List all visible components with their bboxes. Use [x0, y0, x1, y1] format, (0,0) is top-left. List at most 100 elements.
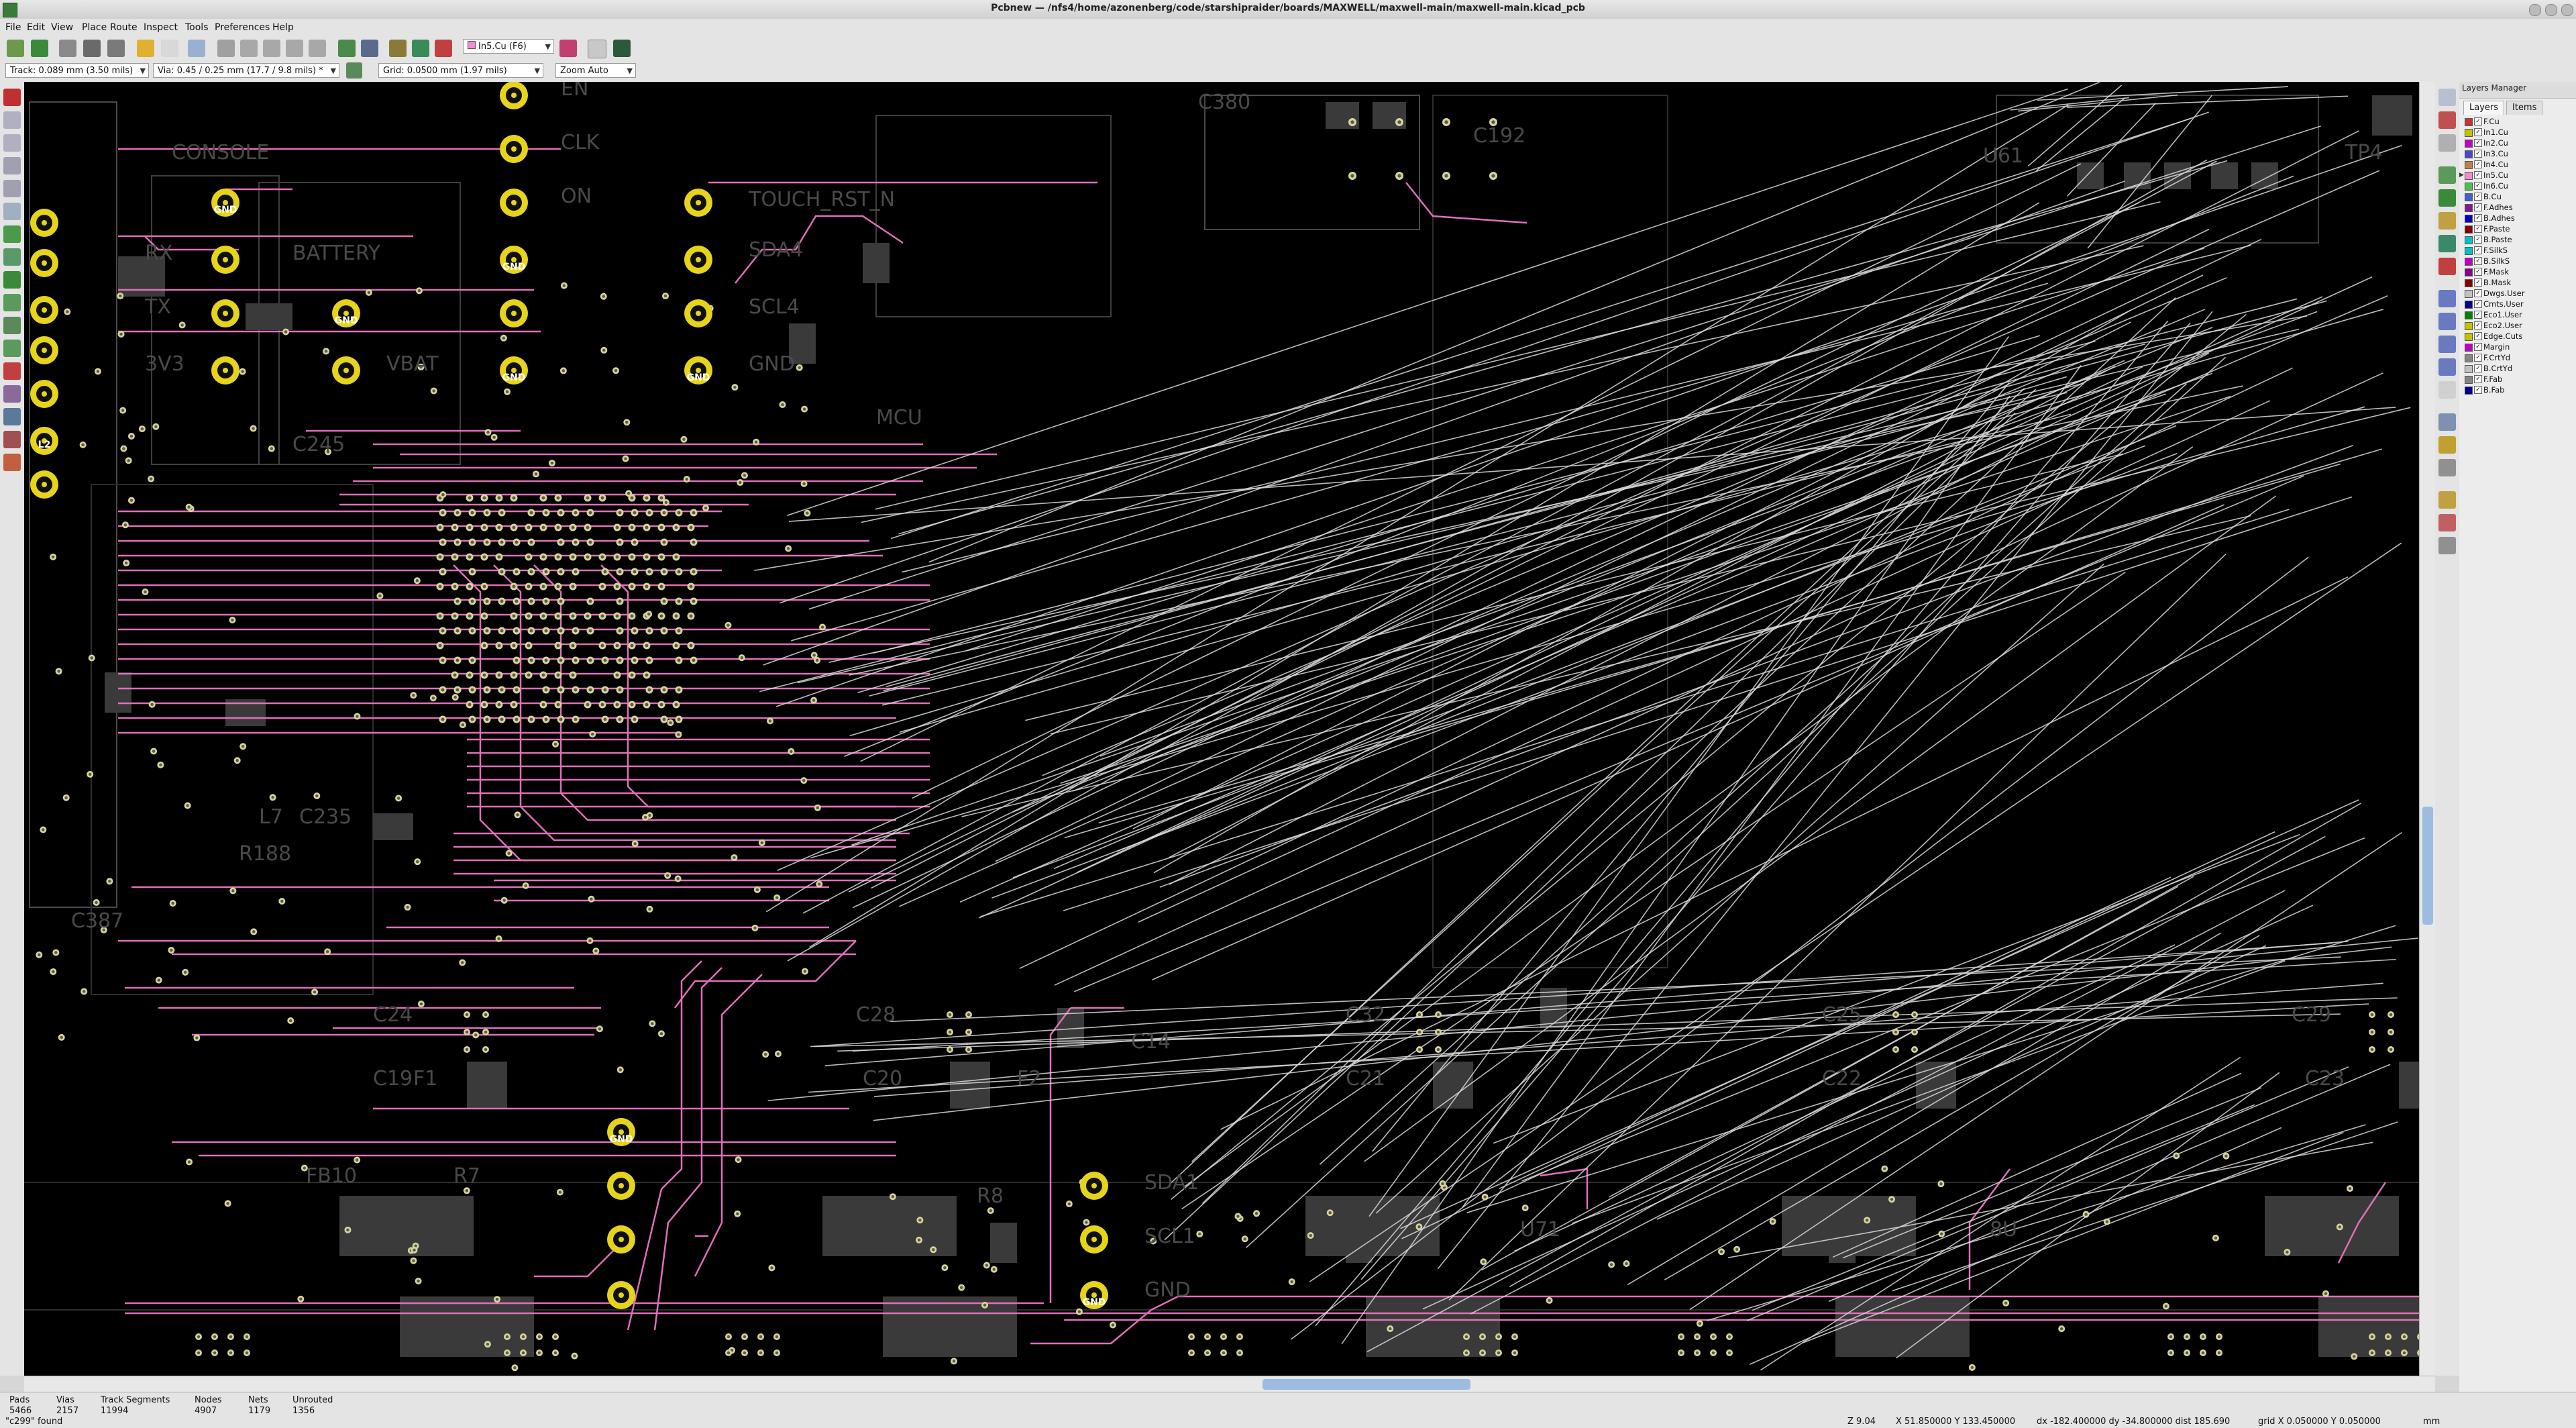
layer-visibility-checkbox[interactable]: ✓ [2474, 278, 2482, 287]
menu-preferences[interactable]: Preferences [215, 22, 270, 33]
layer-row[interactable]: ✓F.Mask [2459, 266, 2576, 277]
zoom-selection-icon[interactable] [309, 40, 326, 57]
layer-row[interactable]: ✓Eco2.User [2459, 320, 2576, 331]
save-icon[interactable] [83, 40, 101, 57]
layer-row[interactable]: ✓F.Paste [2459, 223, 2576, 234]
layer-color-swatch[interactable] [2465, 258, 2473, 266]
layer-row[interactable]: ✓B.SilkS [2459, 256, 2576, 266]
tab-layers[interactable]: Layers [2463, 101, 2504, 115]
print-icon[interactable] [107, 40, 125, 57]
layer-visibility-checkbox[interactable]: ✓ [2474, 236, 2482, 244]
layer-color-swatch[interactable] [2465, 301, 2473, 309]
layer-visibility-checkbox[interactable]: ✓ [2474, 150, 2482, 158]
layer-visibility-checkbox[interactable]: ✓ [2474, 321, 2482, 329]
layer-row[interactable]: ✓B.Cu [2459, 191, 2576, 202]
layer-visibility-checkbox[interactable]: ✓ [2474, 214, 2482, 222]
layer-visibility-checkbox[interactable]: ✓ [2474, 268, 2482, 276]
zoom-out-icon[interactable] [263, 40, 280, 57]
net-highlight-icon[interactable] [3, 454, 21, 471]
layer-row[interactable]: ✓Edge.Cuts [2459, 331, 2576, 342]
ratsnest-icon[interactable] [3, 225, 21, 243]
undo-icon[interactable] [137, 40, 154, 57]
active-layer-select[interactable]: In5.Cu (F6)▼ [463, 39, 554, 54]
menu-view[interactable]: View [51, 22, 73, 33]
route-track-icon[interactable] [2438, 189, 2456, 207]
vertical-scroll-thumb[interactable] [2422, 807, 2433, 925]
layer-row[interactable]: ✓In3.Cu [2459, 148, 2576, 159]
close-button[interactable] [2561, 4, 2573, 16]
delete-icon[interactable] [2438, 459, 2456, 476]
add-text-icon[interactable] [2438, 381, 2456, 399]
layer-row[interactable]: ✓In4.Cu [2459, 159, 2576, 170]
track-width-select[interactable]: Track: 0.089 mm (3.50 mils)▼ [5, 63, 149, 78]
layer-color-swatch[interactable] [2465, 193, 2473, 201]
via-sketch-icon[interactable] [3, 340, 21, 357]
layer-color-swatch[interactable] [2465, 376, 2473, 384]
layer-visibility-checkbox[interactable]: ✓ [2474, 354, 2482, 362]
menu-tools[interactable]: Tools [185, 22, 209, 33]
units-mm-icon[interactable] [3, 180, 21, 197]
layer-visibility-checkbox[interactable]: ✓ [2474, 203, 2482, 211]
layer-row[interactable]: ✓In2.Cu [2459, 138, 2576, 148]
open-board-icon[interactable] [59, 40, 76, 57]
layer-color-swatch[interactable] [2465, 118, 2473, 126]
vertical-scrollbar[interactable] [2419, 82, 2436, 1376]
grid-select[interactable]: Grid: 0.0500 mm (1.97 mils)▼ [378, 63, 543, 78]
add-polygon-icon[interactable] [2438, 358, 2456, 376]
layer-row[interactable]: ✓F.Cu [2459, 116, 2576, 127]
layer-color-swatch[interactable] [2465, 236, 2473, 244]
layer-row[interactable]: ✓In1.Cu [2459, 127, 2576, 138]
layer-visibility-checkbox[interactable]: ✓ [2474, 300, 2482, 308]
layer-color-swatch[interactable] [2465, 172, 2473, 180]
menu-file[interactable]: File [5, 22, 21, 33]
curved-ratsnest-icon[interactable] [3, 248, 21, 266]
menu-help[interactable]: Help [272, 22, 294, 33]
layer-visibility-checkbox[interactable]: ✓ [2474, 171, 2482, 179]
layer-color-swatch[interactable] [2465, 333, 2473, 341]
layer-row[interactable]: ✓B.Paste [2459, 234, 2576, 245]
maximize-button[interactable] [2545, 4, 2557, 16]
layer-row[interactable]: ✓Margin [2459, 342, 2576, 352]
add-circle-icon[interactable] [2438, 313, 2456, 330]
layer-color-swatch[interactable] [2465, 225, 2473, 234]
layer-row[interactable]: ✓B.Mask [2459, 277, 2576, 288]
add-via-icon[interactable] [2438, 212, 2456, 230]
layer-color-swatch[interactable] [2465, 268, 2473, 276]
footprint-editor-icon[interactable] [338, 40, 356, 57]
refresh-icon[interactable] [217, 40, 235, 57]
layer-row[interactable]: ✓F.Adhes [2459, 202, 2576, 213]
layer-color-swatch[interactable] [2465, 215, 2473, 223]
add-target-icon[interactable] [2438, 436, 2456, 454]
add-arc-icon[interactable] [2438, 336, 2456, 353]
layer-visibility-checkbox[interactable]: ✓ [2474, 160, 2482, 168]
horizontal-scroll-thumb[interactable] [1263, 1379, 1470, 1390]
high-contrast-icon[interactable] [3, 385, 21, 403]
layer-visibility-checkbox[interactable]: ✓ [2474, 139, 2482, 147]
layer-color-swatch[interactable] [2465, 279, 2473, 287]
add-footprint-icon[interactable] [2438, 166, 2456, 184]
layer-row[interactable]: ✓B.Fab [2459, 385, 2576, 395]
cursor-shape-icon[interactable] [3, 203, 21, 220]
horizontal-scrollbar[interactable] [24, 1376, 2435, 1392]
layer-visibility-checkbox[interactable]: ✓ [2474, 182, 2482, 190]
zoom-fit-icon[interactable] [286, 40, 303, 57]
find-icon[interactable] [188, 40, 205, 57]
grid-toggle-icon[interactable] [3, 111, 21, 129]
menu-edit[interactable]: Edit [27, 22, 45, 33]
layer-color-swatch[interactable] [2465, 129, 2473, 137]
layer-color-swatch[interactable] [2465, 311, 2473, 319]
layer-color-swatch[interactable] [2465, 140, 2473, 148]
pad-sketch-icon[interactable] [3, 317, 21, 334]
new-board-icon[interactable] [31, 40, 48, 57]
update-pcb-icon[interactable] [412, 40, 429, 57]
board-setup-icon[interactable] [7, 40, 24, 57]
layer-color-swatch[interactable] [2465, 322, 2473, 330]
layer-row[interactable]: ✓Cmts.User [2459, 299, 2576, 309]
add-dimension-icon[interactable] [2438, 413, 2456, 431]
highlight-net-icon[interactable] [2438, 111, 2456, 129]
layer-color-swatch[interactable] [2465, 204, 2473, 212]
zone-fill-icon[interactable] [3, 271, 21, 289]
layer-visibility-checkbox[interactable]: ✓ [2474, 193, 2482, 201]
layer-row[interactable]: ▶✓In5.Cu [2459, 170, 2576, 181]
